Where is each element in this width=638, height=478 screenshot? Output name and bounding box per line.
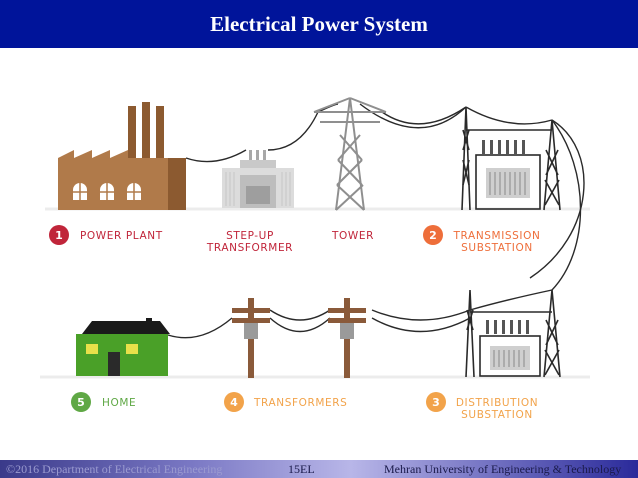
step-1-badge: 1 bbox=[49, 225, 69, 245]
label-transmission-line-2: SUBSTATION bbox=[461, 242, 533, 254]
label-distribution-line-2: SUBSTATION bbox=[461, 409, 533, 421]
label-home: HOME bbox=[102, 397, 136, 409]
svg-text:3: 3 bbox=[432, 396, 440, 409]
label-tower: TOWER bbox=[331, 230, 374, 242]
step-2-badge: 2 bbox=[423, 225, 443, 245]
power-lines bbox=[167, 103, 585, 339]
label-step-up-line-1: STEP-UP bbox=[226, 230, 274, 242]
svg-text:2: 2 bbox=[429, 229, 437, 242]
utility-pole-icon bbox=[328, 298, 366, 378]
power-plant-icon bbox=[58, 102, 186, 210]
footer-university: Mehran University of Engineering & Techn… bbox=[384, 462, 622, 476]
label-step-up-line-2: TRANSFORMER bbox=[206, 242, 293, 254]
page-title: Electrical Power System bbox=[210, 12, 428, 36]
step-5-badge: 5 bbox=[71, 392, 91, 412]
svg-text:4: 4 bbox=[230, 396, 238, 409]
label-power-plant: POWER PLANT bbox=[80, 230, 163, 242]
footer-copyright: ©2016 Department of Electrical Engineeri… bbox=[6, 462, 223, 476]
footer-bar: ©2016 Department of Electrical Engineeri… bbox=[0, 460, 638, 478]
footer-course-code: 15EL bbox=[288, 462, 315, 476]
step-up-transformer-icon bbox=[222, 150, 294, 208]
transmission-substation-icon bbox=[461, 106, 561, 211]
power-system-diagram: 1 2 3 4 5 POWER PLANT STEP-UP TRANSFORME… bbox=[40, 97, 590, 421]
utility-pole-icon bbox=[232, 298, 270, 378]
distribution-substation-icon bbox=[465, 289, 561, 378]
step-3-badge: 3 bbox=[426, 392, 446, 412]
svg-text:5: 5 bbox=[77, 396, 85, 409]
step-4-badge: 4 bbox=[224, 392, 244, 412]
label-transformers: TRANSFORMERS bbox=[253, 397, 347, 409]
transmission-tower-icon bbox=[313, 97, 387, 211]
home-icon bbox=[76, 318, 170, 376]
svg-text:1: 1 bbox=[55, 229, 63, 242]
label-transmission-line-1: TRANSMISSION bbox=[453, 230, 541, 242]
label-distribution-line-1: DISTRIBUTION bbox=[456, 397, 538, 409]
title-bar: Electrical Power System bbox=[0, 0, 638, 48]
